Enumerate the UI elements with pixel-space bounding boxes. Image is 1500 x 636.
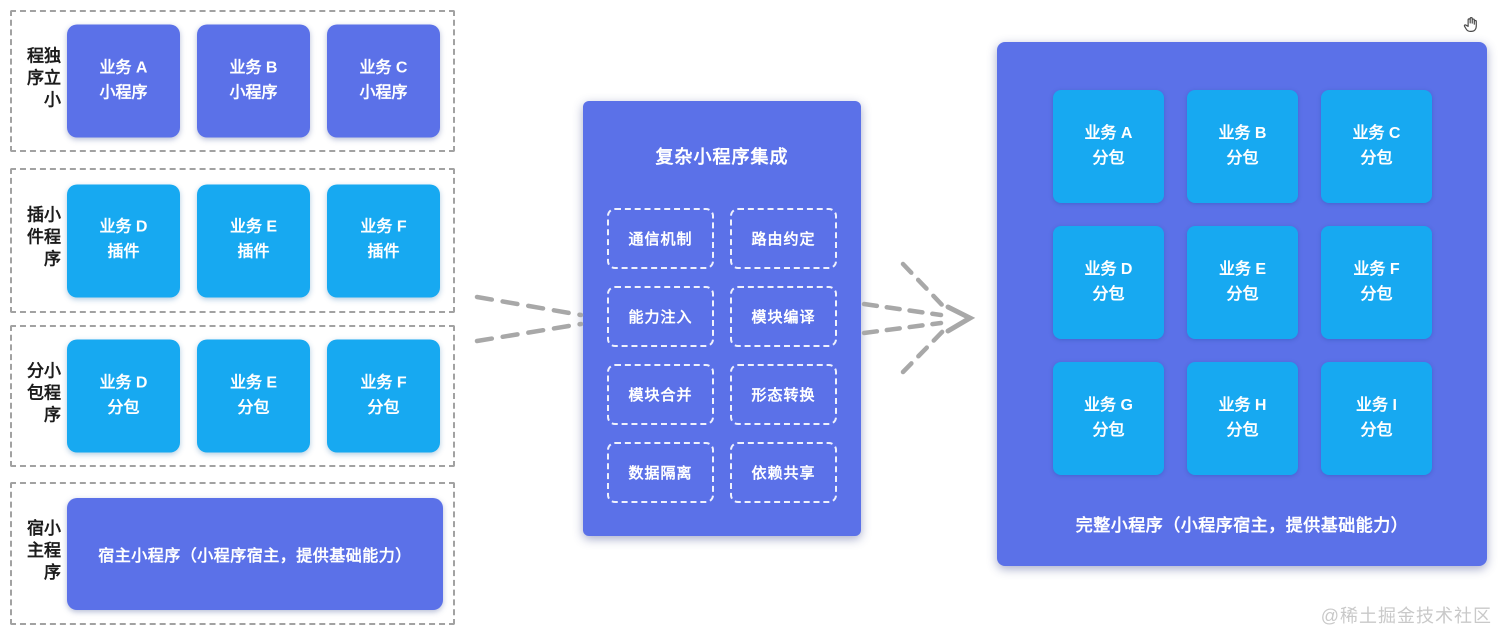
integration-item: 形态转换: [730, 364, 837, 425]
package-box: 业务 I 分包: [1321, 362, 1432, 475]
package-box: 业务 D 分包: [1053, 226, 1164, 339]
business-box: 业务 F 分包: [327, 339, 440, 453]
box-line: 插件: [107, 243, 140, 261]
box-line: 业务 D: [99, 374, 148, 392]
integration-item-grid: 通信机制 路由约定 能力注入 模块编译 模块合并 形态转换 数据隔离 依赖共享: [607, 208, 837, 503]
package-box: 业务 E 分包: [1187, 226, 1298, 339]
box-line: 小程序: [359, 84, 408, 101]
section-label: 小程序宿主: [24, 518, 60, 585]
box-line: 小程序: [99, 84, 148, 101]
box-line: 业务 F: [360, 374, 407, 392]
box-line: 业务 A: [1084, 124, 1133, 142]
result-footer-label: 完整小程序（小程序宿主，提供基础能力）: [1075, 516, 1409, 535]
package-box: 业务 F 分包: [1321, 226, 1432, 339]
business-box: 业务 F 插件: [327, 184, 440, 297]
box-row: 业务 D 插件 业务 E 插件 业务 F 插件: [67, 184, 440, 297]
box-line: 分包: [367, 399, 400, 416]
business-box: 业务 D 插件: [67, 184, 180, 297]
box-line: 插件: [367, 243, 400, 261]
box-line: 业务 F: [1353, 260, 1400, 278]
box-line: 插件: [237, 243, 270, 261]
host-miniprogram-box: 宿主小程序（小程序宿主，提供基础能力）: [67, 497, 443, 610]
box-line: 分包: [1360, 421, 1393, 439]
box-line: 业务 E: [229, 374, 278, 392]
box-line: 分包: [1360, 149, 1393, 167]
business-box: 业务 C 小程序: [327, 24, 440, 138]
grab-hand-icon: [1463, 17, 1477, 32]
integration-item: 模块合并: [607, 364, 714, 425]
box-line: 业务 F: [360, 218, 407, 236]
section-label: 小程序分包: [24, 361, 60, 428]
package-box: 业务 G 分包: [1053, 362, 1164, 475]
box-line: 分包: [1092, 149, 1125, 167]
box-row: 业务 D 分包 业务 E 分包 业务 F 分包: [67, 339, 440, 453]
box-line: 业务 D: [99, 218, 148, 236]
section-label: 小程序插件: [24, 205, 60, 272]
package-box: 业务 B 分包: [1187, 90, 1298, 203]
section-label: 独立小程序: [24, 46, 60, 113]
integration-item: 能力注入: [607, 286, 714, 347]
box-line: 分包: [1226, 285, 1259, 303]
box-line: 业务 C: [1352, 124, 1401, 142]
box-row: 业务 A 小程序 业务 B 小程序 业务 C 小程序: [67, 24, 440, 138]
section-miniprogram-plugins: 小程序插件 业务 D 插件 业务 E 插件 业务 F 插件: [10, 168, 455, 313]
section-miniprogram-subpackages: 小程序分包 业务 D 分包 业务 E 分包 业务 F 分包: [10, 325, 455, 467]
watermark: @稀土掘金技术社区: [1320, 606, 1492, 626]
box-line: 业务 C: [359, 59, 408, 77]
business-box: 业务 E 插件: [197, 184, 310, 297]
box-line: 业务 B: [229, 59, 278, 77]
box-line: 业务 B: [1218, 124, 1267, 142]
box-line: 分包: [1092, 421, 1125, 439]
integration-item: 依赖共享: [730, 442, 837, 503]
box-line: 业务 A: [99, 59, 148, 77]
package-grid: 业务 A 分包 业务 B 分包 业务 C 分包 业务 D 分包 业务 E 分包 …: [1053, 90, 1432, 475]
box-row: 宿主小程序（小程序宿主，提供基础能力）: [67, 497, 443, 610]
package-box: 业务 A 分包: [1053, 90, 1164, 203]
box-line: 业务 E: [1218, 260, 1267, 278]
integration-title: 复杂小程序集成: [655, 147, 789, 167]
box-line: 分包: [1092, 285, 1125, 303]
integration-box: 复杂小程序集成 通信机制 路由约定 能力注入 模块编译 模块合并 形态转换 数据…: [583, 101, 861, 536]
box-line: 业务 D: [1084, 260, 1133, 278]
integration-item: 通信机制: [607, 208, 714, 269]
box-line: 分包: [237, 399, 270, 416]
package-box: 业务 H 分包: [1187, 362, 1298, 475]
integration-item: 路由约定: [730, 208, 837, 269]
section-independent-miniprograms: 独立小程序 业务 A 小程序 业务 B 小程序 业务 C 小程序: [10, 10, 455, 152]
box-line: 分包: [1226, 421, 1259, 439]
box-line: 小程序: [229, 84, 278, 101]
box-line: 业务 H: [1218, 396, 1267, 414]
business-box: 业务 D 分包: [67, 339, 180, 453]
box-line: 业务 G: [1084, 396, 1133, 414]
business-box: 业务 A 小程序: [67, 24, 180, 138]
business-box: 业务 B 小程序: [197, 24, 310, 138]
box-line: 业务 I: [1356, 396, 1397, 414]
package-box: 业务 C 分包: [1321, 90, 1432, 203]
box-line: 分包: [1226, 149, 1259, 167]
integration-item: 模块编译: [730, 286, 837, 347]
box-line: 分包: [1360, 285, 1393, 303]
integration-item: 数据隔离: [607, 442, 714, 503]
box-line: 业务 E: [229, 218, 278, 236]
business-box: 业务 E 分包: [197, 339, 310, 453]
result-box: 业务 A 分包 业务 B 分包 业务 C 分包 业务 D 分包 业务 E 分包 …: [997, 42, 1487, 566]
box-line: 分包: [107, 399, 140, 416]
section-miniprogram-host: 小程序宿主 宿主小程序（小程序宿主，提供基础能力）: [10, 482, 455, 625]
